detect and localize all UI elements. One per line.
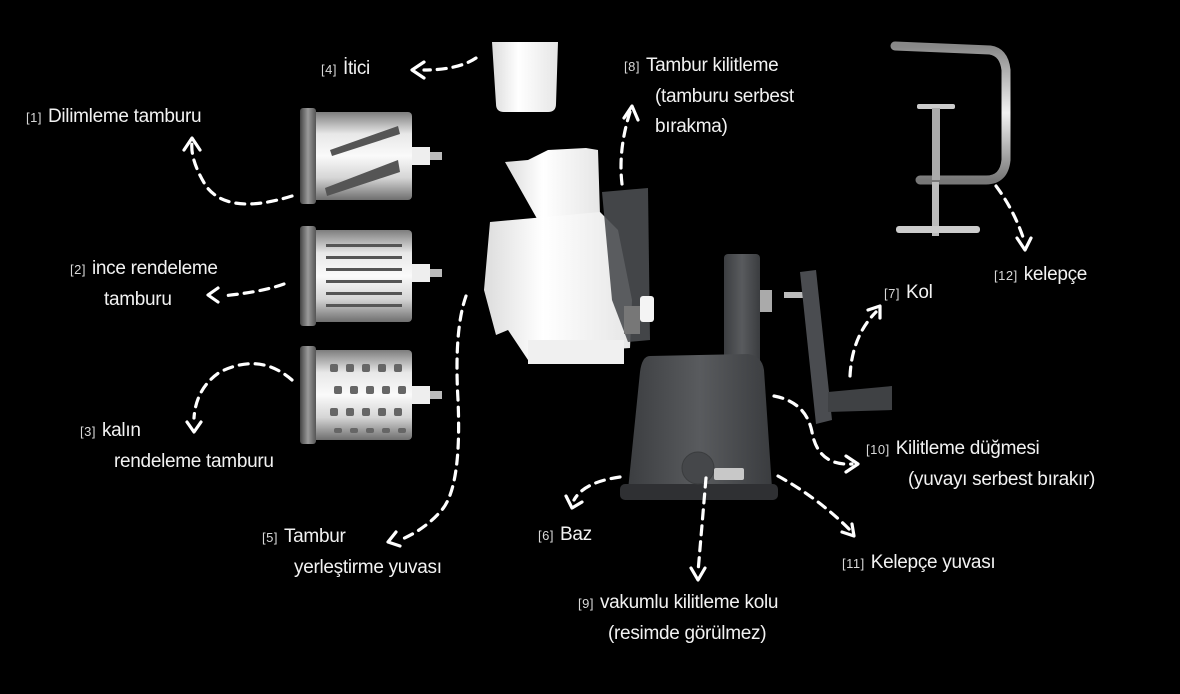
pusher [492, 42, 558, 112]
part-name-line2: yerleştirme yuvası [294, 557, 442, 578]
part-name-line3: bırakma) [655, 116, 728, 137]
arrow-3 [185, 362, 294, 434]
label-8: [8] Tambur kilitleme (tamburu serbest bır… [624, 51, 794, 142]
fine-grating-drum [300, 226, 442, 326]
part-number: [3] [80, 424, 96, 439]
arrow-1 [182, 136, 294, 206]
arrow-5 [386, 294, 468, 548]
part-name: Baz [559, 524, 592, 545]
part-name-line2: (tamburu serbest [655, 86, 794, 107]
part-name-line2: tamburu [104, 289, 172, 310]
label-12: [12] kelepçe [994, 260, 1087, 291]
part-name: Tambur [283, 526, 346, 547]
label-4: [4] İtici [321, 54, 370, 85]
arrow-12 [994, 184, 1033, 252]
label-5: [5] Tambur yerleştirme yuvası [262, 522, 442, 583]
arrow-7 [848, 304, 882, 378]
part-number: [6] [538, 528, 554, 543]
part-number: [7] [884, 286, 900, 301]
label-11: [11] Kelepçe yuvası [842, 548, 996, 579]
drum-housing [484, 148, 654, 364]
part-number: [11] [842, 556, 865, 571]
arrow-6 [564, 475, 622, 510]
part-name: vakumlu kilitleme kolu [599, 592, 779, 613]
part-name: Tambur kilitleme [645, 55, 779, 76]
part-number: [9] [578, 596, 594, 611]
arrow-8 [619, 104, 640, 186]
label-6: [6] Baz [538, 520, 592, 551]
clamp [890, 41, 1011, 236]
label-2: [2] ince rendeleme tamburu [70, 254, 218, 315]
label-1: [1] Dilimleme tamburu [26, 102, 202, 133]
label-3: [3] kalın rendeleme tamburu [80, 416, 274, 477]
part-name: Kelepçe yuvası [870, 552, 996, 573]
label-9: [9] vakumlu kilitleme kolu (resimde görül… [578, 588, 778, 649]
part-number: [10] [866, 442, 890, 457]
part-name: Dilimleme tamburu [47, 106, 202, 127]
brand-logo [714, 468, 744, 480]
crank-handle [784, 270, 892, 424]
arrow-9 [689, 476, 708, 582]
arrow-10 [772, 394, 860, 474]
part-number: [4] [321, 62, 337, 77]
part-name-line2: rendeleme tamburu [114, 451, 274, 472]
part-number: [5] [262, 530, 278, 545]
part-number: [1] [26, 110, 42, 125]
part-name: ince rendeleme [91, 258, 218, 279]
part-name: kalın [101, 420, 141, 441]
part-number: [2] [70, 262, 86, 277]
part-number: [12] [994, 268, 1018, 283]
label-10: [10] Kilitleme düğmesi (yuvayı serbest bı… [866, 434, 1095, 495]
part-number: [8] [624, 59, 640, 74]
arrow-2 [206, 282, 286, 304]
part-name: kelepçe [1023, 264, 1088, 285]
part-name-line2: (resimde görülmez) [608, 623, 767, 644]
label-7: [7] Kol [884, 278, 933, 309]
coarse-grating-drum [300, 346, 442, 444]
part-name-line2: (yuvayı serbest bırakır) [908, 469, 1096, 490]
base [620, 254, 778, 500]
slicing-drum [300, 108, 442, 204]
arrow-11 [776, 474, 856, 538]
arrow-4 [410, 56, 478, 80]
part-name: İtici [342, 58, 370, 79]
part-name: Kilitleme düğmesi [895, 438, 1040, 459]
part-name: Kol [905, 282, 933, 303]
